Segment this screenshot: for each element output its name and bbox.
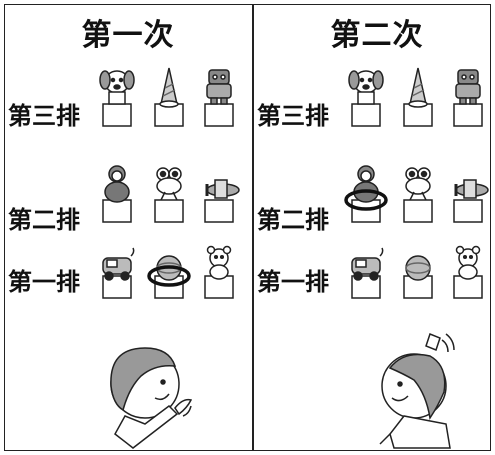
row-label-third: 第三排 [8,102,80,130]
toy-shelf-art [254,4,495,451]
ring-icon [147,265,191,287]
row-label-first: 第一排 [8,268,80,296]
car-icon [351,247,384,299]
row-label-second: 第二排 [8,206,80,234]
child-icon [110,347,193,449]
ball-icon [154,255,184,299]
ring-icon [344,189,388,211]
party-hat-icon [154,67,184,127]
panel-divider [252,4,254,451]
toy-shelf-art [5,4,251,451]
row-label-first: 第一排 [257,268,329,296]
panel-title: 第一次 [81,18,175,53]
child-icon [379,333,455,449]
dog-icon [348,70,384,127]
airplane-icon [453,179,489,223]
airplane-icon [204,179,240,223]
party-hat-icon [403,67,433,127]
ball-icon [403,255,433,299]
row-label-second: 第二排 [257,206,329,234]
robot-icon [204,69,234,127]
robot-icon [453,69,483,127]
panel-title: 第二次 [330,18,424,53]
dog-icon [99,70,135,127]
car-icon [102,247,135,299]
panel-first-attempt: 第一次 第三排 第二排 第一排 [5,4,251,451]
doll-icon [351,165,381,223]
frog-icon [154,167,184,223]
bear-icon [453,245,483,299]
row-label-third: 第三排 [257,102,329,130]
bear-icon [204,245,234,299]
doll-icon [102,165,132,223]
frog-icon [403,167,433,223]
panel-second-attempt: 第二次 第三排 第二排 第一排 [254,4,495,451]
